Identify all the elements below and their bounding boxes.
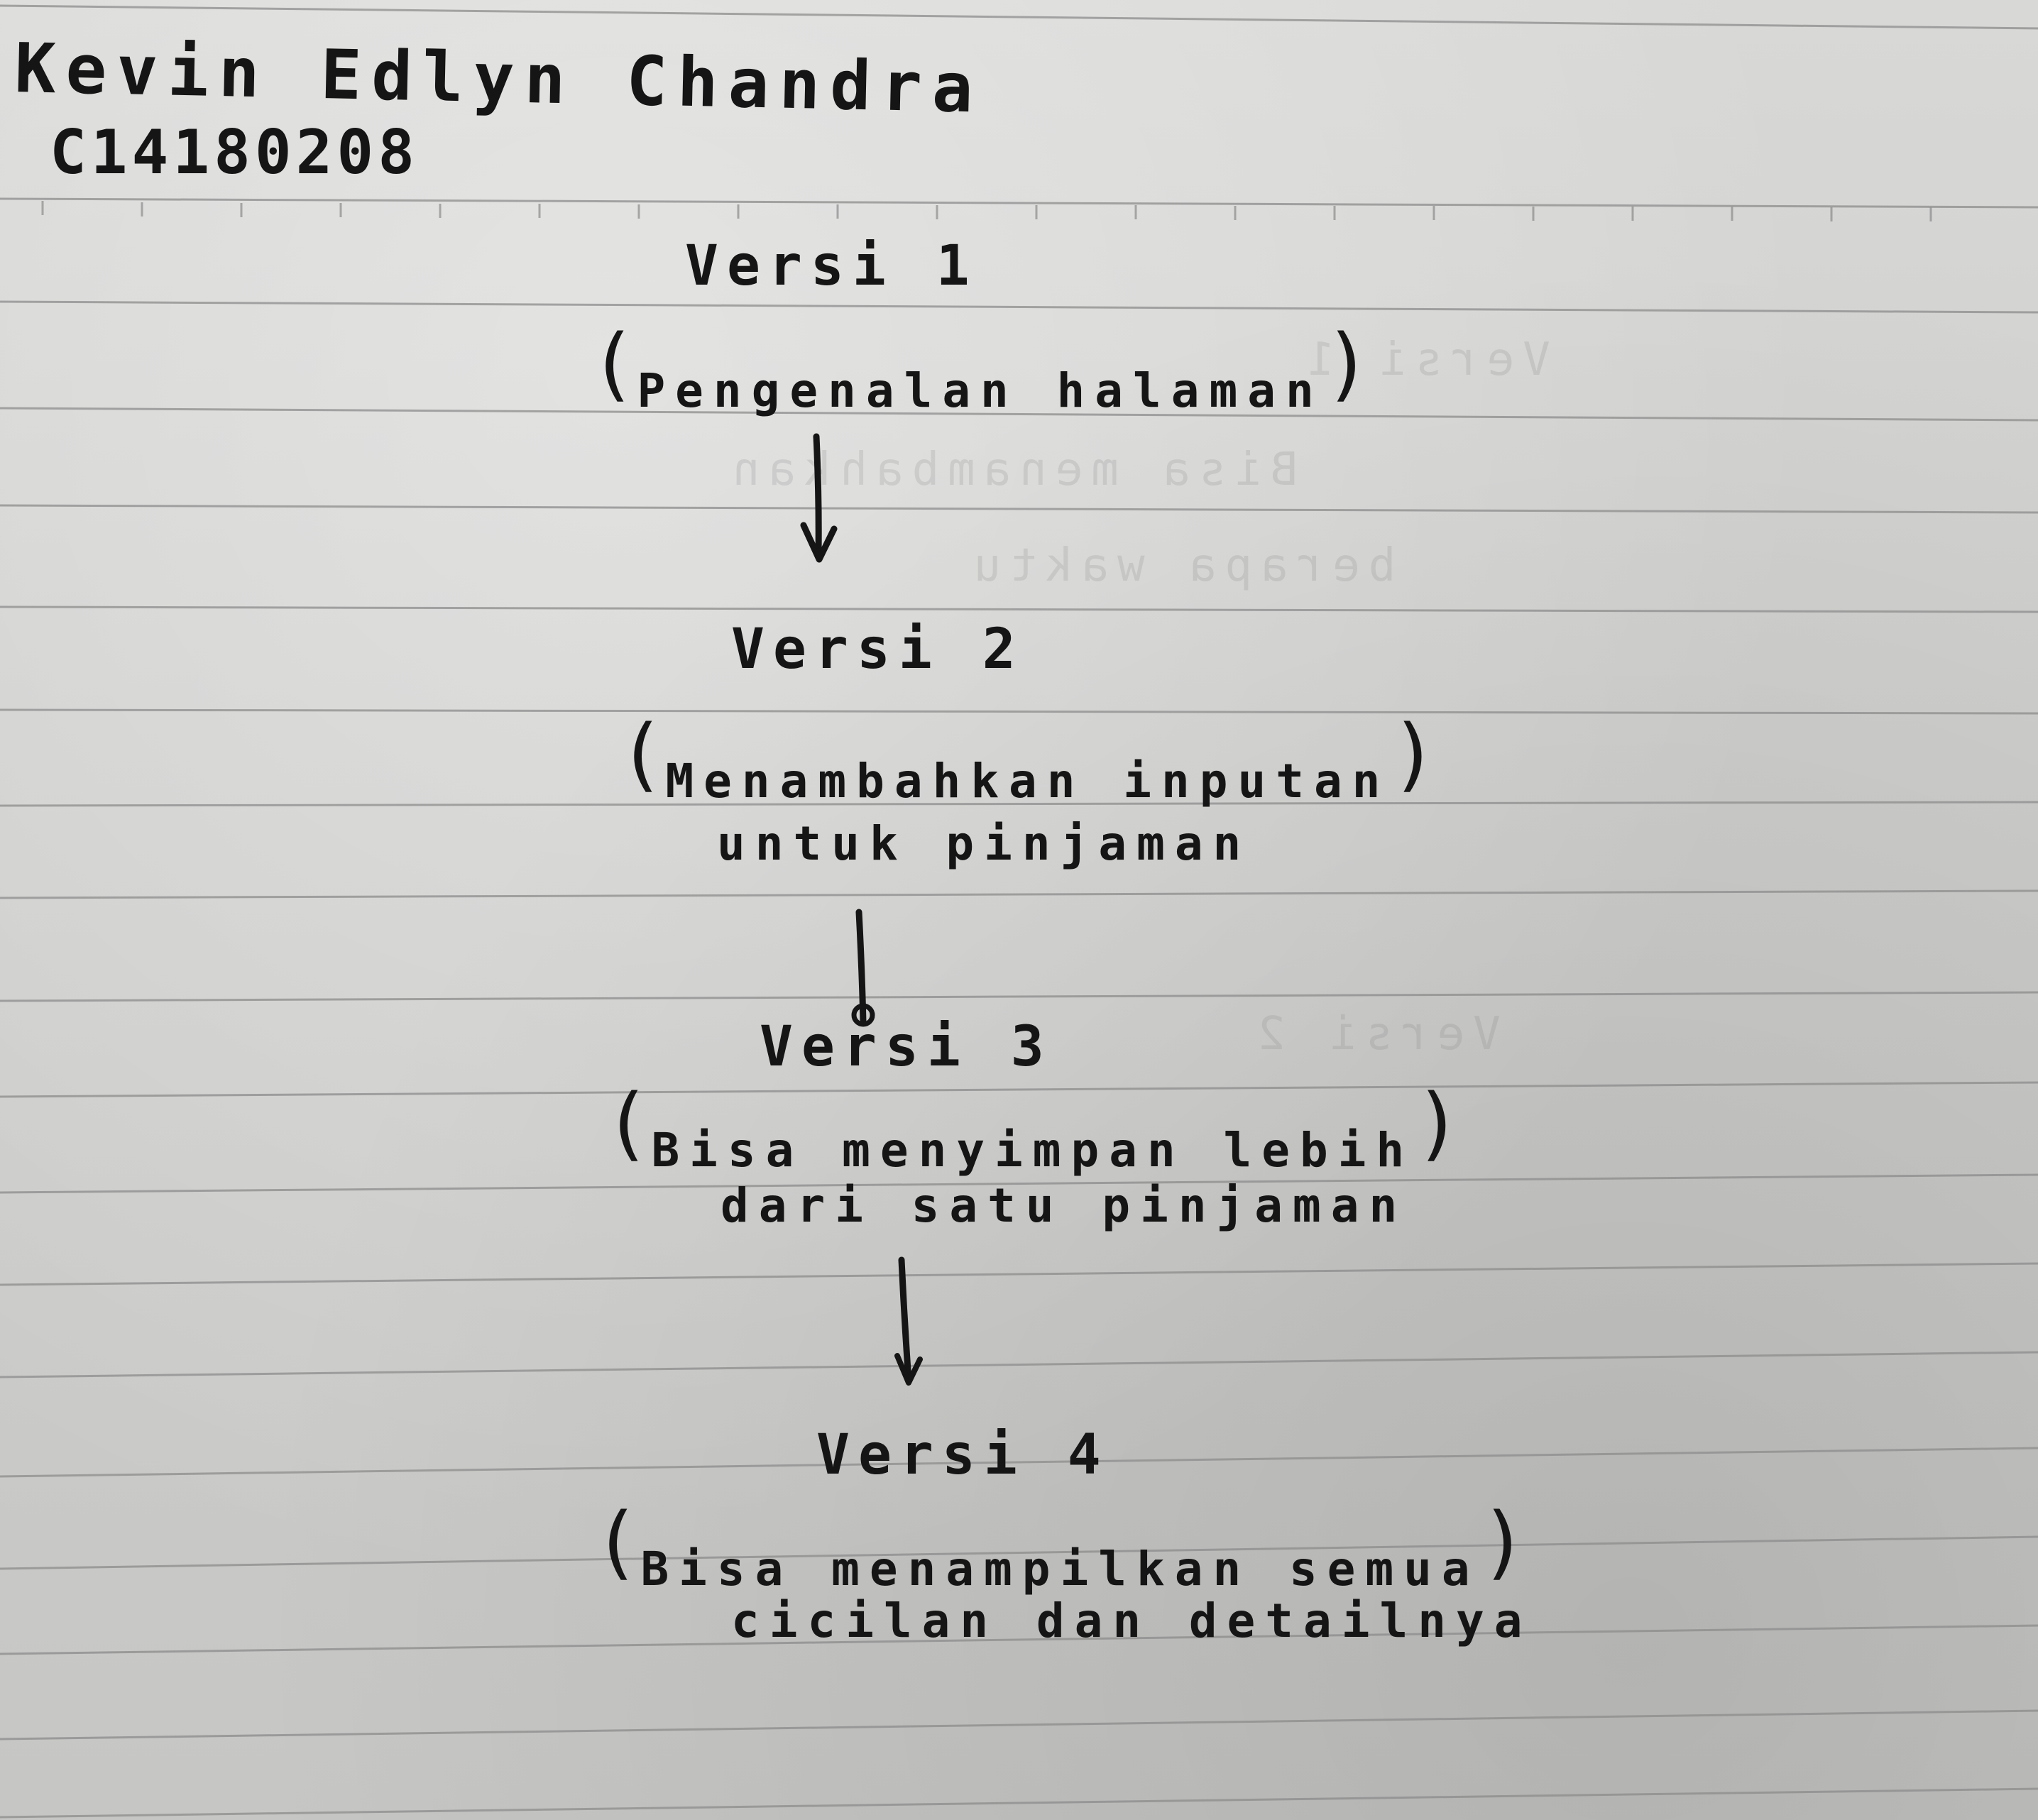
arrow-3-to-4 bbox=[894, 1256, 923, 1386]
step-1-description: (Pengenalan halaman) bbox=[589, 318, 1371, 426]
step-2-title: Versi 2 bbox=[731, 618, 1024, 681]
arrow-2-to-3 bbox=[851, 909, 875, 1027]
open-paren: ( bbox=[618, 708, 666, 801]
step-3-desc-line-1: Bisa menyimpan lebih bbox=[651, 1123, 1415, 1178]
step-4-description-line-1: (Bisa menampilkan semua) bbox=[593, 1496, 1528, 1604]
step-1-desc-line-1: Pengenalan halaman bbox=[637, 363, 1324, 418]
step-4-desc-line-2: cicilan dan detailnya bbox=[731, 1594, 1533, 1648]
close-paren: ) bbox=[1414, 1078, 1462, 1170]
step-4-title: Versi 4 bbox=[816, 1423, 1110, 1487]
step-1-title: Versi 1 bbox=[685, 234, 978, 298]
open-paren: ( bbox=[603, 1078, 652, 1170]
show-through-text-4: Versi 2 bbox=[1249, 1008, 1501, 1060]
open-paren: ( bbox=[589, 318, 637, 410]
close-paren: ) bbox=[1479, 1496, 1528, 1589]
step-2-desc-line-2: untuk pinjaman bbox=[717, 816, 1251, 871]
step-3-description-line-1: (Bisa menyimpan lebih) bbox=[603, 1078, 1462, 1185]
step-3-desc-line-2: dari satu pinjaman bbox=[721, 1178, 1408, 1233]
step-2-desc-line-1: Menambahkan inputan bbox=[665, 754, 1391, 808]
step-3-title: Versi 3 bbox=[760, 1015, 1053, 1079]
step-2-description-line-1: (Menambahkan inputan) bbox=[618, 708, 1438, 816]
open-paren: ( bbox=[593, 1496, 641, 1589]
show-through-text-3: berapa waktu bbox=[965, 539, 1396, 592]
step-4-desc-line-1: Bisa menampilkan semua bbox=[640, 1542, 1480, 1596]
close-paren: ) bbox=[1390, 708, 1438, 801]
arrow-1-to-2 bbox=[800, 433, 838, 563]
student-id: C14180208 bbox=[50, 117, 419, 188]
close-paren: ) bbox=[1323, 318, 1372, 410]
